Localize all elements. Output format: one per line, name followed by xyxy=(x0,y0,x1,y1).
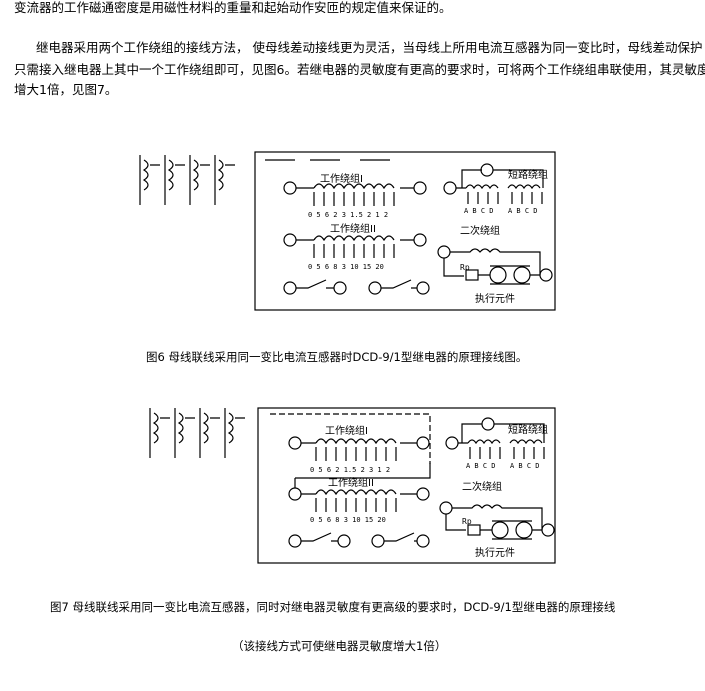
fig6-winding-2-terminals: 0 5 6 8 3 10 15 20 xyxy=(308,263,384,271)
fig7-short-winding-label: 短路绕组 xyxy=(508,423,548,436)
figure-6-diagram: 工作绕组I 0 5 6 2 3 1.5 2 1 2 工作绕组II 0 5 6 8… xyxy=(139,151,556,311)
relay-box xyxy=(257,407,556,564)
fig6-rp-label: Rp xyxy=(460,263,470,272)
paragraph-2-line-3: 增大1倍，见图7。 xyxy=(14,82,118,97)
paragraph-1-line-1: 变流器的工作磁通密度是用磁性材料的重量和起始动作安匝的规定值来保证的。 xyxy=(14,0,452,15)
figure-6-caption: 图6 母线联线采用同一变比电流互感器时DCD-9/1型继电器的原理接线图。 xyxy=(146,350,528,364)
fig6-short-abcd-2: A B C D xyxy=(508,207,538,215)
fig7-rp-label: Rp xyxy=(462,517,472,526)
fig6-short-abcd-1: A B C D xyxy=(464,207,494,215)
paragraph-2-line-1: 继电器采用两个工作绕组的接线方法， 使母线差动接线更为灵活，当母线上所用电流互感… xyxy=(36,40,703,55)
current-transformers xyxy=(149,408,245,458)
fig7-short-abcd-2: A B C D xyxy=(510,462,540,470)
current-transformers xyxy=(139,155,235,205)
fig7-winding-2-label: 工作绕组II xyxy=(328,476,374,489)
fig7-winding-1-terminals: 0 5 6 2 1.5 2 3 1 2 xyxy=(310,466,390,474)
figure-7-caption: 图7 母线联线采用同一变比电流互感器，同时对继电器灵敏度有更高级的要求时，DCD… xyxy=(50,600,616,614)
fig6-winding-1-label: 工作绕组I xyxy=(320,172,363,185)
fig7-actuator-label: 执行元件 xyxy=(475,546,515,559)
fig6-secondary-label: 二次绕组 xyxy=(460,224,500,237)
paragraph-2-line-2: 只需接入继电器上其中一个工作绕组即可，见图6。若继电器的灵敏度有更高的要求时，可… xyxy=(14,62,705,77)
relay-box xyxy=(254,151,556,311)
fig7-secondary-label: 二次绕组 xyxy=(462,480,502,493)
fig7-winding-2-terminals: 0 5 6 8 3 10 15 20 xyxy=(310,516,386,524)
fig7-winding-1-label: 工作绕组I xyxy=(325,424,368,437)
fig6-winding-2-label: 工作绕组II xyxy=(330,222,376,235)
footnote: （该接线方式可使继电器灵敏度增大1倍） xyxy=(232,639,447,653)
fig6-winding-1-terminals: 0 5 6 2 3 1.5 2 1 2 xyxy=(308,211,388,219)
fig6-actuator-label: 执行元件 xyxy=(475,292,515,305)
fig6-short-winding-label: 短路绕组 xyxy=(508,168,548,181)
figure-7-diagram: 工作绕组I 0 5 6 2 1.5 2 3 1 2 工作绕组II 0 5 6 8… xyxy=(149,407,556,564)
fig7-short-abcd-1: A B C D xyxy=(466,462,496,470)
